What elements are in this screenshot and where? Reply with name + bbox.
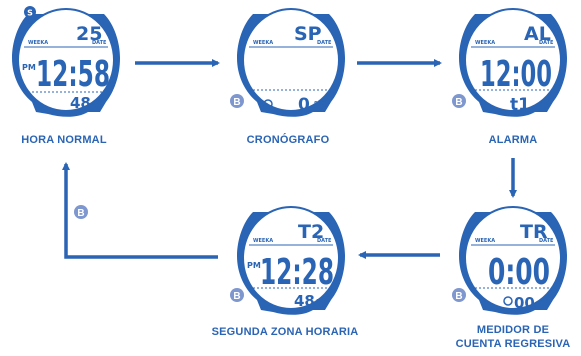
caption-hora-normal: HORA NORMAL xyxy=(21,134,107,146)
week-label: WEEKA xyxy=(253,40,273,46)
bottom-digits: 00 xyxy=(514,294,535,312)
b-button-label: B xyxy=(233,291,240,302)
caption-segunda-zona: SEGUNDA ZONA HORARIA xyxy=(211,326,359,338)
bottom-digits: 0 xyxy=(298,95,310,115)
watch-face xyxy=(242,8,340,112)
main-time: 12:58 xyxy=(36,54,110,95)
b-button-label: B xyxy=(233,97,240,108)
caption-cronografo: CRONÓGRAFO xyxy=(246,134,330,146)
top-digits: 25 xyxy=(76,23,102,45)
watch-segunda-zona: B T2 WEEKA DATE PM 12:28 48 SEC. xyxy=(230,206,345,315)
stopwatch-icon xyxy=(263,99,273,109)
date-label: DATE xyxy=(539,40,554,46)
week-label: WEEKA xyxy=(253,238,273,244)
sec-label: SEC. xyxy=(316,299,329,305)
b-button-return-path: B xyxy=(74,205,88,219)
watch-face xyxy=(17,8,115,112)
b-button[interactable]: B xyxy=(230,288,244,302)
main-time: 12:00 xyxy=(480,54,552,95)
top-digits: SP xyxy=(294,23,322,45)
watch-medidor: B TR WEEKA DATE 0:00 00 xyxy=(452,206,567,315)
timer-icon xyxy=(503,296,513,306)
watch-alarma: B AL WEEKA DATE 12:00 t1 xyxy=(452,8,567,117)
badge-icon xyxy=(24,6,36,18)
b-button-label: B xyxy=(77,208,84,219)
week-label: WEEKA xyxy=(475,40,495,46)
ampm-label: PM xyxy=(247,261,261,270)
date-label: DATE xyxy=(92,40,107,46)
caption-alarma: ALARMA xyxy=(488,134,538,146)
bottom-digits: t1 xyxy=(510,95,530,115)
caption-medidor: MEDIDOR DE CUENTA REGRESIVA xyxy=(455,324,571,350)
bottom-digits: 48 xyxy=(294,292,315,310)
watch-face xyxy=(464,8,562,112)
sec-label: SEC. xyxy=(314,101,327,107)
b-button[interactable]: B xyxy=(452,94,466,108)
week-label: WEEKA xyxy=(28,40,48,46)
date-label: DATE xyxy=(539,238,554,244)
date-label: DATE xyxy=(317,40,332,46)
b-button[interactable]: B xyxy=(452,288,466,302)
sec-label: SEC. xyxy=(92,101,105,107)
watch-cronografo: B SP WEEKA DATE 0 SEC. xyxy=(230,8,345,117)
watch-face xyxy=(464,206,562,310)
top-digits: AL xyxy=(524,23,551,45)
top-digits: T2 xyxy=(298,221,324,243)
main-time: 0:00 xyxy=(488,252,550,293)
arrow-segunda-to-hora xyxy=(62,162,218,259)
b-button[interactable]: B xyxy=(230,94,244,108)
ampm-label: PM xyxy=(22,63,36,72)
week-label: WEEKA xyxy=(475,238,495,244)
b-button-label: B xyxy=(455,291,462,302)
bottom-digits: 48 xyxy=(70,94,91,112)
top-digits: TR xyxy=(520,221,548,243)
date-label: DATE xyxy=(317,238,332,244)
b-button-label: B xyxy=(455,97,462,108)
watch-face xyxy=(242,206,340,310)
watch-hora-normal: S 25 WEEKA DATE PM 12:58 48 SEC. xyxy=(12,6,120,117)
badge-label: S xyxy=(27,9,33,18)
main-time: 12:28 xyxy=(260,252,334,293)
